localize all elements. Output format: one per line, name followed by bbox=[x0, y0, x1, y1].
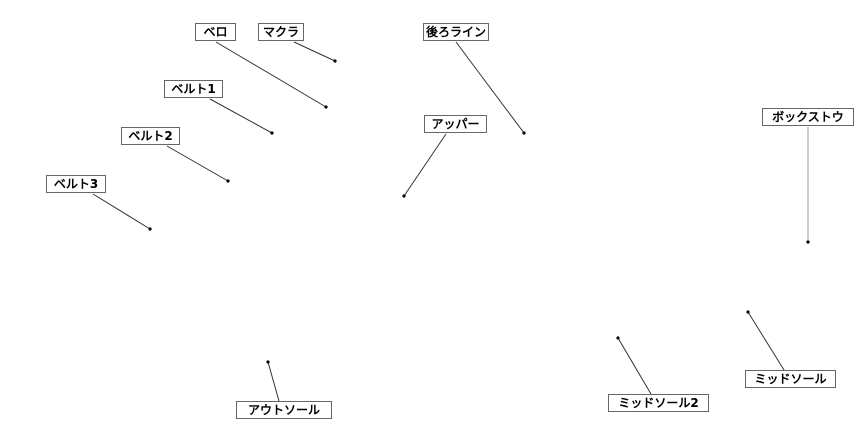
leader-line-bero bbox=[215, 41, 327, 108]
anchor-dot-bero bbox=[324, 105, 328, 109]
anchor-dot-belt3 bbox=[148, 227, 152, 231]
label-bero: ベロ bbox=[195, 23, 236, 41]
label-outsole: アウトソール bbox=[236, 401, 332, 419]
label-midsole: ミッドソール bbox=[745, 370, 836, 388]
leader-line-belt2 bbox=[166, 145, 229, 182]
label-ushiro-line: 後ろライン bbox=[423, 23, 489, 41]
leader-line-ushiro-line bbox=[455, 41, 525, 134]
leader-line-makura bbox=[293, 41, 336, 62]
label-upper: アッパー bbox=[424, 115, 487, 133]
anchor-dot-belt1 bbox=[270, 131, 274, 135]
anchor-dot-midsole2 bbox=[616, 336, 620, 340]
anchor-dot-box-toe bbox=[806, 240, 810, 244]
label-belt2: ベルト2 bbox=[121, 127, 180, 145]
anchor-dot-ushiro-line bbox=[522, 131, 526, 135]
anchor-dot-makura bbox=[333, 59, 337, 63]
leader-line-outsole bbox=[267, 361, 280, 402]
label-belt3: ベルト3 bbox=[46, 175, 106, 193]
label-box-toe: ボックストウ bbox=[762, 108, 854, 126]
anchor-dot-midsole bbox=[746, 310, 750, 314]
label-belt1: ベルト1 bbox=[164, 80, 223, 98]
leader-line-midsole bbox=[747, 311, 785, 371]
label-midsole2: ミッドソール2 bbox=[608, 394, 709, 412]
label-makura: マクラ bbox=[258, 23, 304, 41]
anchor-dot-outsole bbox=[266, 360, 270, 364]
leader-line-upper bbox=[403, 133, 447, 197]
leader-line-belt3 bbox=[92, 193, 151, 230]
anchor-dot-belt2 bbox=[226, 179, 230, 183]
leader-line-belt1 bbox=[209, 98, 273, 134]
anchor-dot-upper bbox=[402, 194, 406, 198]
leader-line-midsole2 bbox=[617, 337, 652, 395]
